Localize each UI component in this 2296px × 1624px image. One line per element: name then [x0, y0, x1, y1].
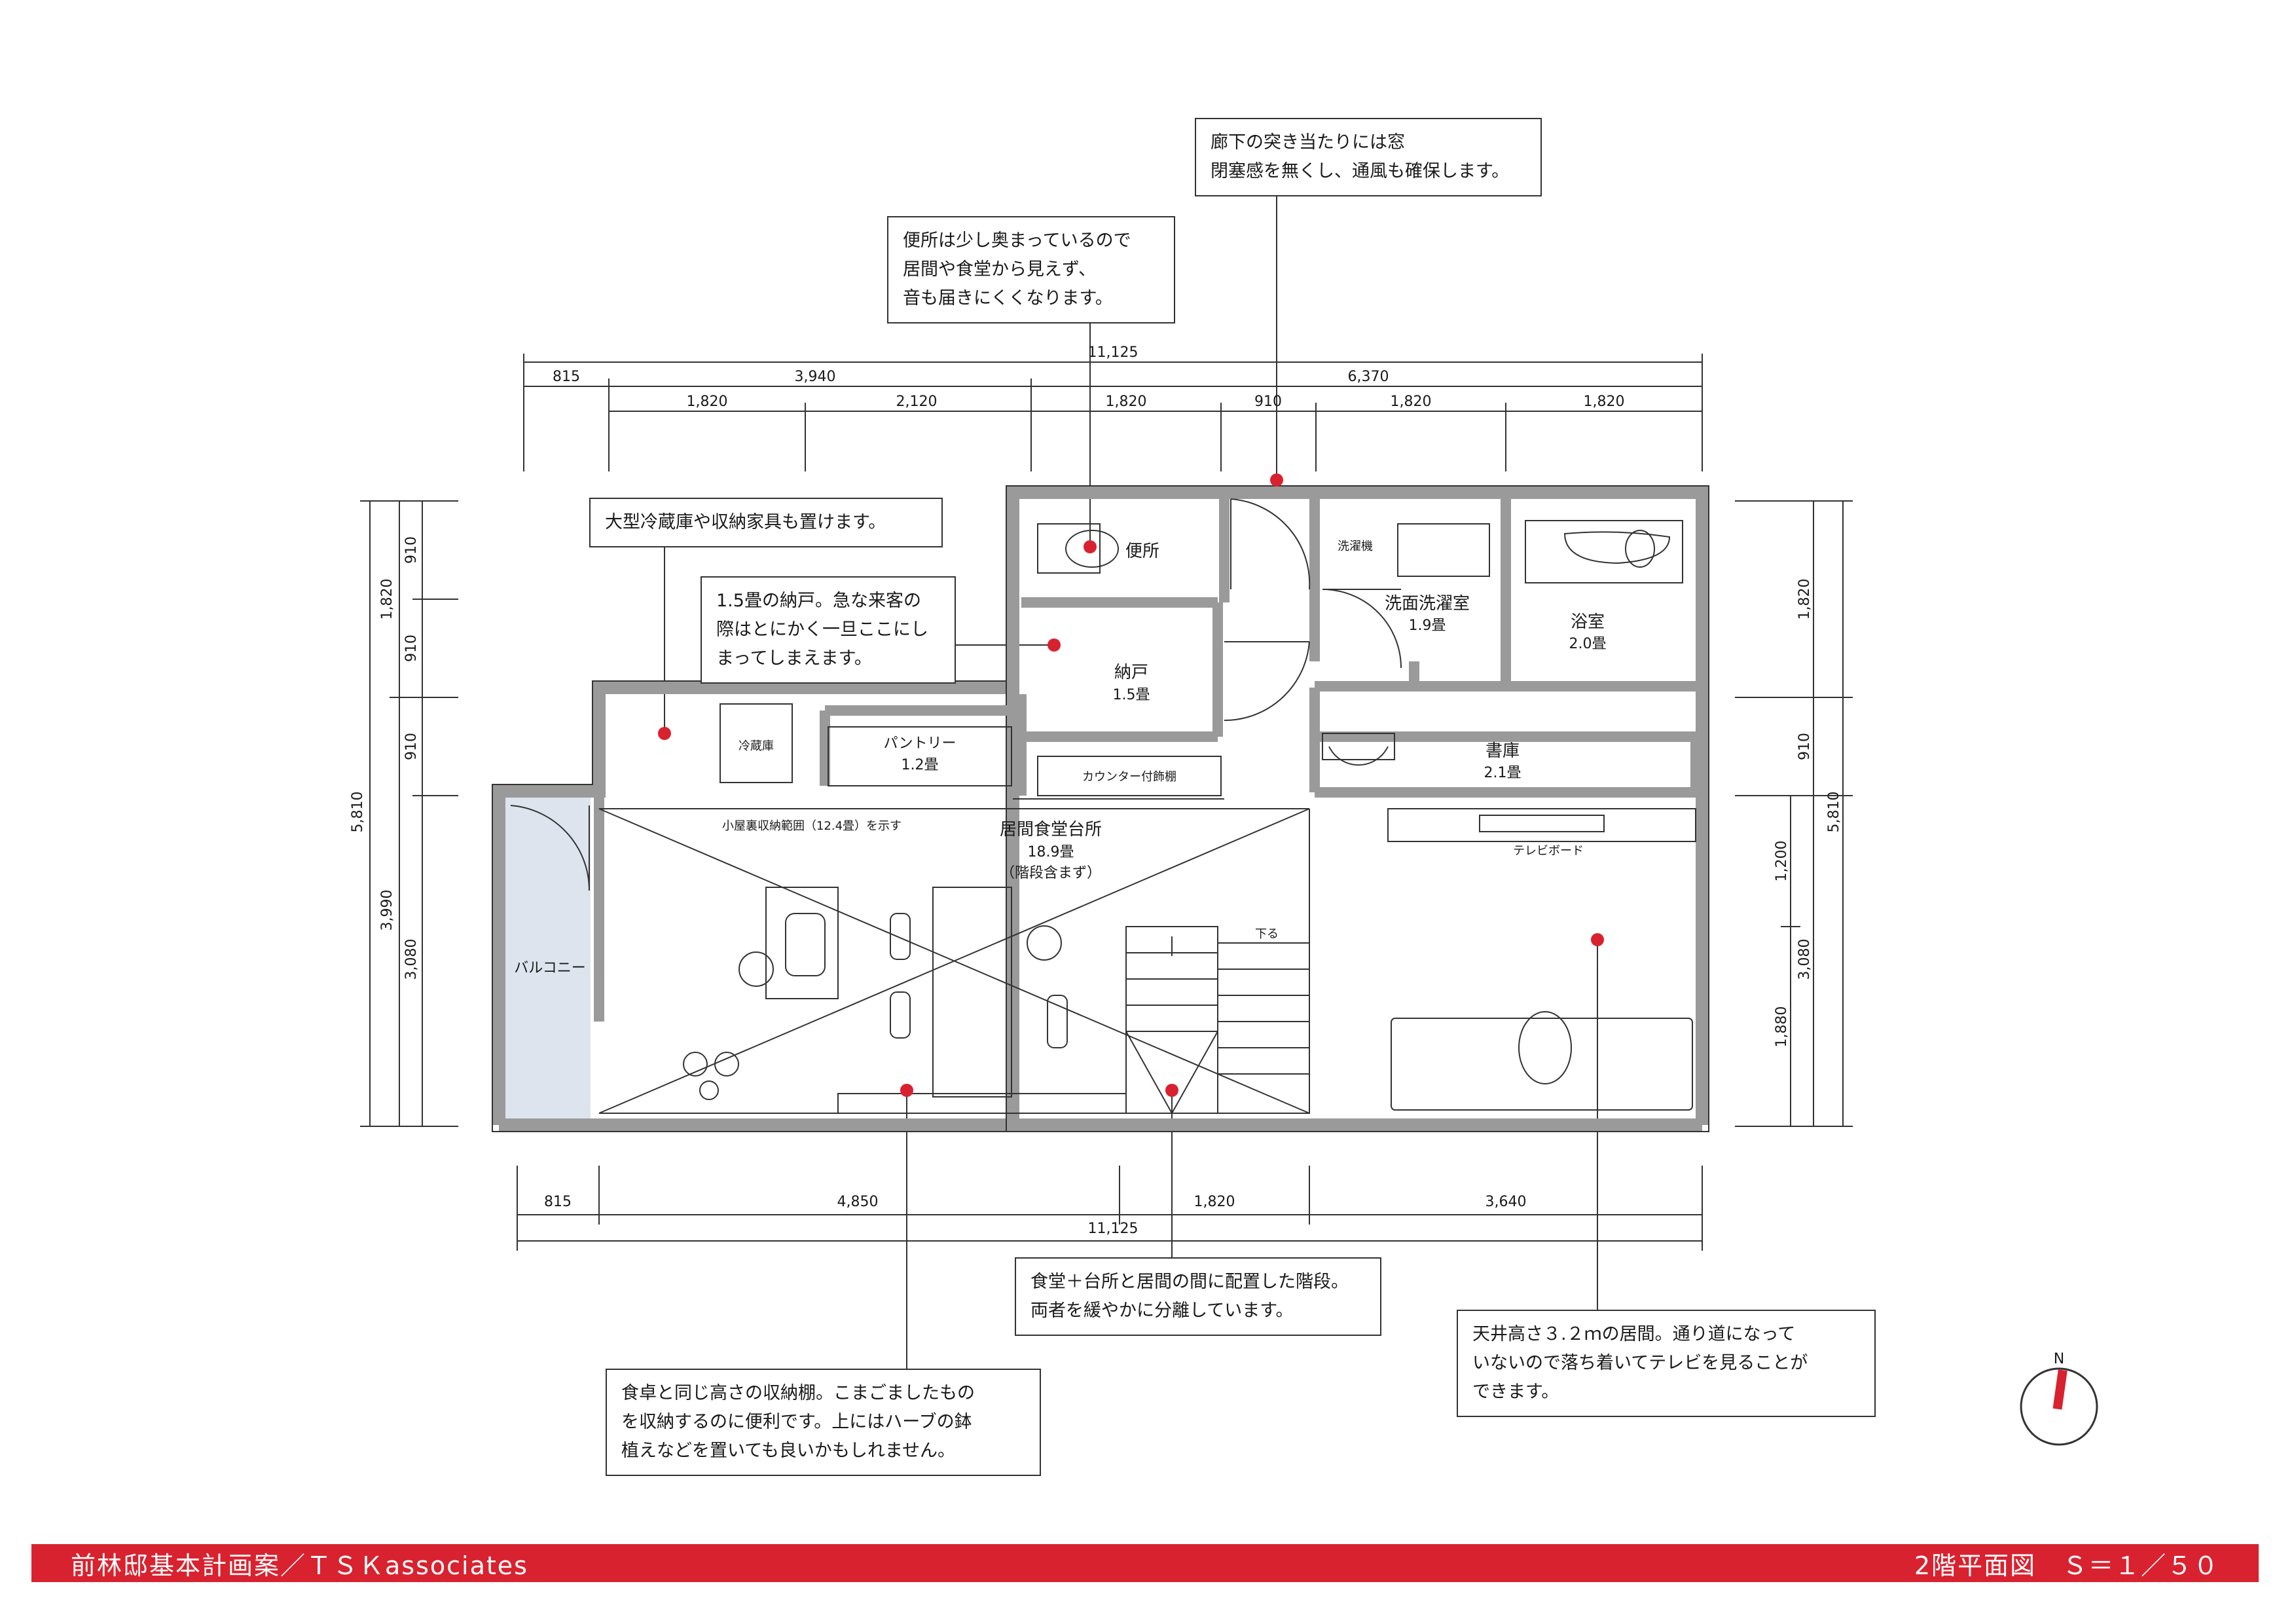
label-study-size: 2.1畳 — [1484, 765, 1522, 781]
note-line: いないので落ち着いてテレビを見ることが — [1472, 1353, 1808, 1373]
dim-top-detail-4: 1,820 — [1391, 394, 1432, 410]
dim-top-detail-5: 1,820 — [1584, 394, 1625, 410]
label-down: 下る — [1255, 927, 1279, 941]
note-line: 便所は少し奥まっているので — [903, 231, 1131, 251]
marker-stairs — [1165, 1084, 1178, 1097]
north-compass-icon: N — [2020, 1351, 2098, 1446]
dim-left-detail-3: 3,080 — [403, 939, 420, 980]
dim-bottom-mid-0: 815 — [544, 1194, 572, 1210]
note-line: 閉塞感を無くし、通風も確保します。 — [1211, 161, 1510, 181]
drawing-title: 2階平面図 Ｓ＝１／５０ — [1914, 1551, 2219, 1580]
label-pantry-size: 1.2畳 — [902, 757, 939, 773]
note-fridge: 大型冷蔵庫や収納家具も置けます。 — [589, 498, 943, 547]
marker-shelf — [900, 1084, 913, 1097]
note-toilet: 便所は少し奥まっているので 居間や食堂から見えず、 音も届きにくくなります。 — [887, 216, 1175, 323]
note-shelf: 食卓と同じ高さの収納棚。こまごましたもの を収納するのに便利です。上にはハーブの… — [606, 1369, 1041, 1476]
note-living: 天井高さ３.２ｍの居間。通り道になって いないので落ち着いてテレビを見ることが … — [1457, 1310, 1876, 1417]
note-line: できます。 — [1472, 1382, 1559, 1402]
thin-lines — [598, 520, 1696, 1114]
dim-right-mid-2: 3,080 — [1796, 939, 1813, 980]
dim-top-detail-0: 1,820 — [687, 394, 728, 410]
dim-bottom-mid-1: 4,850 — [837, 1194, 879, 1210]
label-counter-shelf: カウンター付飾棚 — [1082, 770, 1176, 784]
red-markers — [658, 473, 1604, 1097]
label-balcony: バルコニー — [514, 960, 586, 976]
note-line: 食堂＋台所と居間の間に配置した階段。 — [1030, 1272, 1349, 1292]
doors — [510, 498, 1402, 891]
label-ldk-note: （階段含まず） — [1000, 865, 1101, 881]
dim-bottom-mid-3: 3,640 — [1485, 1194, 1527, 1210]
note-line: を収納するのに便利です。上にはハーブの鉢 — [621, 1412, 972, 1432]
marker-living — [1591, 933, 1604, 946]
note-line: 廊下の突き当たりには窓 — [1211, 132, 1405, 153]
label-ldk-size: 18.9畳 — [1028, 844, 1074, 860]
project-title: 前林邸基本計画案／ＴＳＫassociates — [71, 1551, 528, 1580]
note-line: 植えなどを置いても良いかもしれません。 — [621, 1441, 956, 1461]
dim-left-mid-0: 1,820 — [379, 579, 395, 620]
label-washroom-size: 1.9畳 — [1409, 618, 1446, 634]
note-stairs: 食堂＋台所と居間の間に配置した階段。 両者を緩やかに分離しています。 — [1015, 1257, 1381, 1336]
dim-left-detail-1: 910 — [403, 635, 420, 662]
fixtures — [683, 523, 1693, 1111]
label-toilet: 便所 — [1125, 542, 1159, 561]
marker-corridor — [1270, 473, 1283, 487]
note-corridor-window: 廊下の突き当たりには窓 閉塞感を無くし、通風も確保します。 — [1195, 118, 1542, 196]
note-line: 天井高さ３.２ｍの居間。通り道になって — [1472, 1324, 1796, 1344]
dim-top-detail-1: 2,120 — [896, 394, 938, 410]
compass-label: N — [2054, 1351, 2064, 1367]
label-fridge: 冷蔵庫 — [738, 739, 774, 753]
title-block: 前林邸基本計画案／ＴＳＫassociates 2階平面図 Ｓ＝１／５０ — [31, 1544, 2259, 1582]
dim-bottom-total: 11,125 — [1088, 1221, 1139, 1237]
note-line: 音も届きにくくなります。 — [903, 288, 1113, 308]
note-line: 1.5畳の納戸。急な来客の — [716, 591, 921, 611]
label-bath: 浴室 — [1571, 612, 1605, 632]
dim-top-mid-2: 6,370 — [1348, 369, 1389, 385]
dim-left-detail-0: 910 — [403, 536, 420, 564]
note-closet: 1.5畳の納戸。急な来客の 際はとにかく一旦ここにし まってしまえます。 — [701, 576, 956, 684]
dim-top-total: 11,125 — [1088, 344, 1139, 361]
note-line: 食卓と同じ高さの収納棚。こまごましたもの — [621, 1383, 975, 1403]
note-line: まってしまえます。 — [716, 648, 872, 669]
dim-right-total: 5,810 — [1826, 792, 1842, 833]
dim-right-mid-0: 1,820 — [1796, 579, 1813, 620]
dim-right-detail-0: 1,200 — [1774, 841, 1790, 882]
note-line: 居間や食堂から見えず、 — [903, 259, 1097, 280]
label-washroom: 洗面洗濯室 — [1385, 594, 1470, 614]
note-line: 両者を緩やかに分離しています。 — [1030, 1301, 1294, 1321]
dimension-labels: 11,125 815 3,940 6,370 1,820 2,120 1,820… — [350, 344, 1842, 1237]
dim-top-detail-3: 910 — [1254, 394, 1282, 410]
dim-left-detail-2: 910 — [403, 733, 420, 760]
stairs — [1125, 926, 1310, 1114]
dim-top-mid-1: 3,940 — [795, 369, 836, 385]
note-line: 大型冷蔵庫や収納家具も置けます。 — [605, 512, 886, 532]
dim-right-detail-1: 1,880 — [1774, 1006, 1790, 1048]
label-washer: 洗濯機 — [1338, 540, 1373, 553]
note-line: 際はとにかく一旦ここにし — [716, 619, 928, 640]
wall-outline — [492, 485, 1709, 1132]
dim-right-mid-1: 910 — [1796, 733, 1813, 760]
label-bath-size: 2.0畳 — [1569, 636, 1607, 652]
balcony-area — [505, 798, 591, 1118]
label-tv-board: テレビボード — [1513, 844, 1584, 858]
room-labels: 便所 納戸 1.5畳 洗濯機 洗面洗濯室 1.9畳 浴室 2.0畳 冷蔵庫 パン… — [514, 540, 1606, 976]
label-closet-size: 1.5畳 — [1113, 687, 1150, 703]
dim-bottom-mid-2: 1,820 — [1194, 1194, 1235, 1210]
partitions — [594, 498, 1701, 1022]
dim-top-mid-0: 815 — [553, 369, 580, 385]
label-attic: 小屋裏収納範囲（12.4畳）を示す — [722, 819, 902, 833]
dim-left-total: 5,810 — [350, 792, 366, 833]
dimensions — [360, 354, 1853, 1251]
label-closet: 納戸 — [1114, 663, 1148, 682]
dim-top-detail-2: 1,820 — [1106, 394, 1147, 410]
label-pantry: パントリー — [883, 735, 956, 752]
label-ldk: 居間食堂台所 — [1000, 820, 1102, 840]
marker-closet — [1048, 638, 1061, 652]
dim-left-mid-1: 3,990 — [379, 890, 395, 931]
marker-fridge — [658, 727, 671, 740]
marker-toilet — [1084, 540, 1097, 553]
label-study: 書庫 — [1485, 741, 1520, 761]
